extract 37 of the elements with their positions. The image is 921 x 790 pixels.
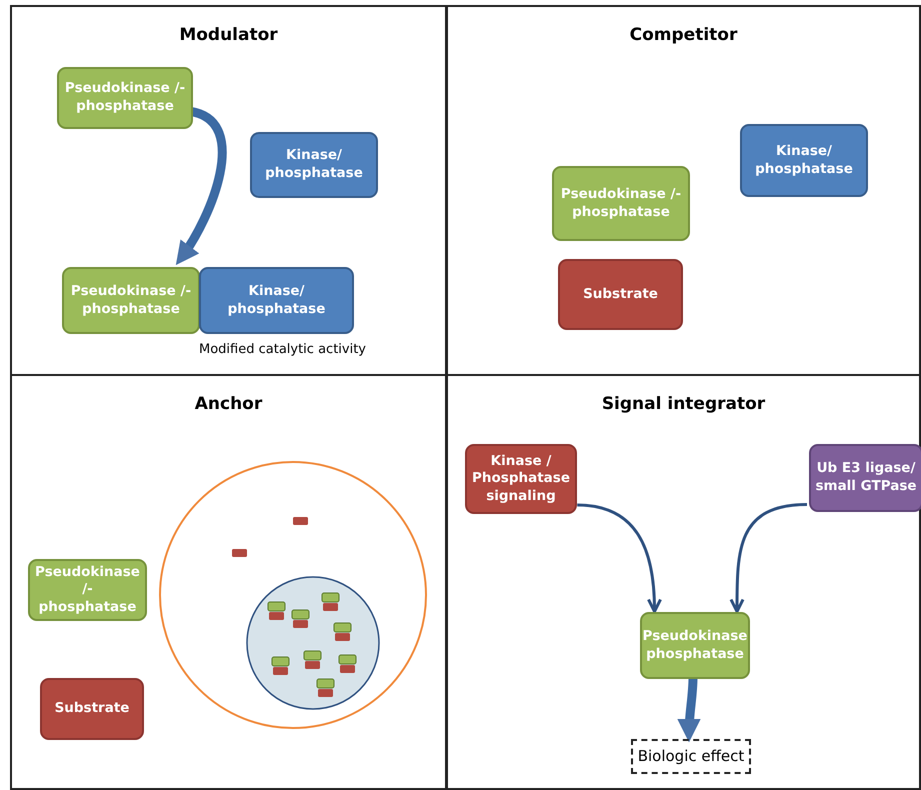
protein-box: [552, 166, 690, 241]
protein-box: [40, 678, 144, 740]
protein-box: [640, 612, 750, 679]
protein-box: [809, 444, 921, 512]
box-label: Kinase/ phosphatase: [754, 142, 854, 178]
box-label: Pseudokinase /-phosphatase: [70, 282, 192, 318]
box-label: Biologic effect: [638, 746, 744, 766]
arrow: [730, 503, 808, 613]
box-label: Kinase / Phosphatase signaling: [471, 452, 571, 506]
box-label: Substrate: [583, 286, 658, 304]
panel-heading: Modulator: [179, 25, 278, 45]
protein-box: [250, 132, 378, 198]
arrow: [678, 676, 701, 742]
protein-box: [28, 559, 147, 621]
panel-heading: Competitor: [630, 25, 738, 45]
box-label: Pseudokinase phosphatase: [642, 628, 748, 664]
box-label: Substrate: [54, 700, 130, 718]
panel-heading: Anchor: [194, 394, 262, 414]
box-label: Kinase/ phosphatase: [264, 147, 364, 183]
caption-text: Modified catalytic activity: [199, 342, 366, 357]
panel-frame: [10, 5, 447, 376]
protein-box: [558, 259, 683, 330]
box-label: Ub E3 ligase/ small GTPase: [815, 460, 917, 496]
arrow: [577, 504, 662, 613]
panel-heading: Signal integrator: [602, 394, 766, 414]
box-label: Pseudokinase /-phosphatase: [34, 564, 141, 616]
protein-box: [740, 124, 868, 197]
box-label: Pseudokinase /-phosphatase: [64, 80, 186, 116]
panel-frame: [446, 5, 921, 376]
box-label: Kinase/ phosphatase: [226, 282, 326, 318]
box-label: Pseudokinase /-phosphatase: [560, 186, 682, 222]
panel-frame: [446, 374, 921, 790]
outcome-box: [631, 739, 751, 774]
protein-box: [465, 444, 577, 514]
protein-box: [62, 267, 200, 334]
protein-box: [199, 267, 354, 334]
protein-box: [57, 67, 193, 129]
